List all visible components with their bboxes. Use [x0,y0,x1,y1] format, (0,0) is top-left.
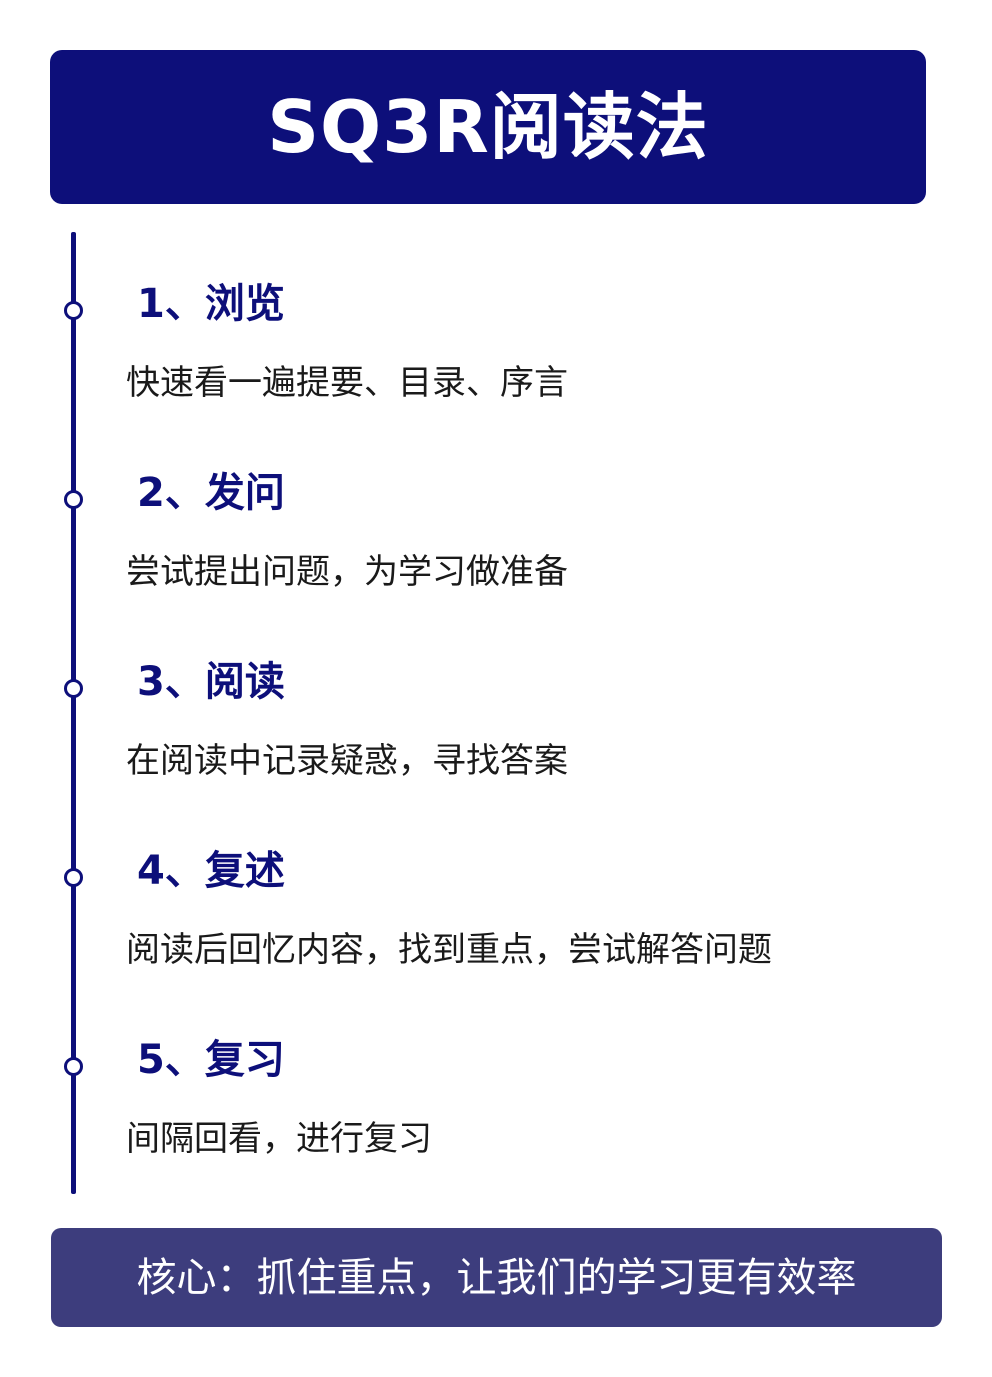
step-heading: 1、浏览 [137,281,285,327]
timeline-dot [64,301,83,320]
step-heading: 4、复述 [137,848,285,894]
step-description: 阅读后回忆内容，找到重点，尝试解答问题 [126,930,772,970]
timeline-dot [64,1057,83,1076]
timeline-line [71,232,76,1194]
step-description: 在阅读中记录疑惑，寻找答案 [126,741,568,781]
page-title: SQ3R阅读法 [267,85,709,169]
timeline-dot [64,490,83,509]
step-5: 5、复习 间隔回看，进行复习 [0,1037,992,1246]
step-2: 2、发问 尝试提出问题，为学习做准备 [0,470,992,679]
timeline-dot [64,679,83,698]
timeline-dot [64,868,83,887]
title-banner: SQ3R阅读法 [50,50,926,204]
core-message: 核心：抓住重点，让我们的学习更有效率 [136,1254,857,1301]
step-1: 1、浏览 快速看一遍提要、目录、序言 [0,281,992,490]
step-description: 快速看一遍提要、目录、序言 [126,363,568,403]
step-4: 4、复述 阅读后回忆内容，找到重点，尝试解答问题 [0,848,992,1057]
step-heading: 5、复习 [137,1037,285,1083]
step-heading: 2、发问 [137,470,285,516]
core-banner: 核心：抓住重点，让我们的学习更有效率 [51,1228,942,1327]
step-heading: 3、阅读 [137,659,285,705]
step-description: 间隔回看，进行复习 [126,1119,432,1159]
step-description: 尝试提出问题，为学习做准备 [126,552,568,592]
step-3: 3、阅读 在阅读中记录疑惑，寻找答案 [0,659,992,868]
